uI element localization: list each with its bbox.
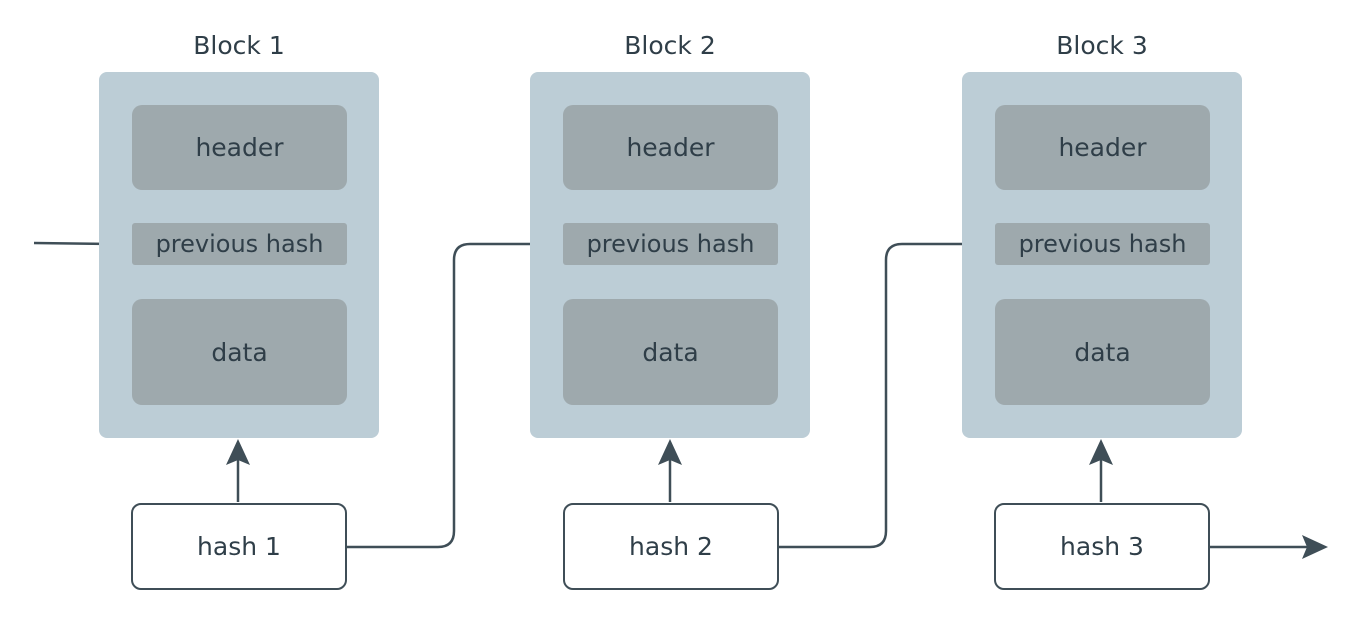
- block-title: Block 1: [193, 31, 285, 60]
- block-previous-hash: previous hash: [563, 223, 778, 265]
- block-2: header previous hash data: [530, 72, 810, 438]
- hash2-to-prev-hash3-line: [779, 242, 975, 549]
- block-previous-hash: previous hash: [995, 223, 1210, 265]
- block-data: data: [132, 299, 347, 405]
- hash-box: hash 3: [994, 503, 1210, 590]
- block1-arrowhead-icon: [226, 439, 250, 465]
- block-data: data: [563, 299, 778, 405]
- block-header: header: [995, 105, 1210, 190]
- outgoing-arrowhead-icon: [1302, 535, 1328, 559]
- block-3: header previous hash data: [962, 72, 1242, 438]
- block-previous-hash: previous hash: [132, 223, 347, 265]
- block-title: Block 2: [624, 31, 716, 60]
- block-data: data: [995, 299, 1210, 405]
- block3-arrowhead-icon: [1089, 439, 1113, 465]
- block-header: header: [132, 105, 347, 190]
- block2-arrowhead-icon: [658, 439, 682, 465]
- hash-box: hash 1: [131, 503, 347, 590]
- block-title: Block 3: [1056, 31, 1148, 60]
- block-1: header previous hash data: [99, 72, 379, 438]
- block-header: header: [563, 105, 778, 190]
- hash-box: hash 2: [563, 503, 779, 590]
- hash1-to-prev-hash2-line: [347, 242, 543, 549]
